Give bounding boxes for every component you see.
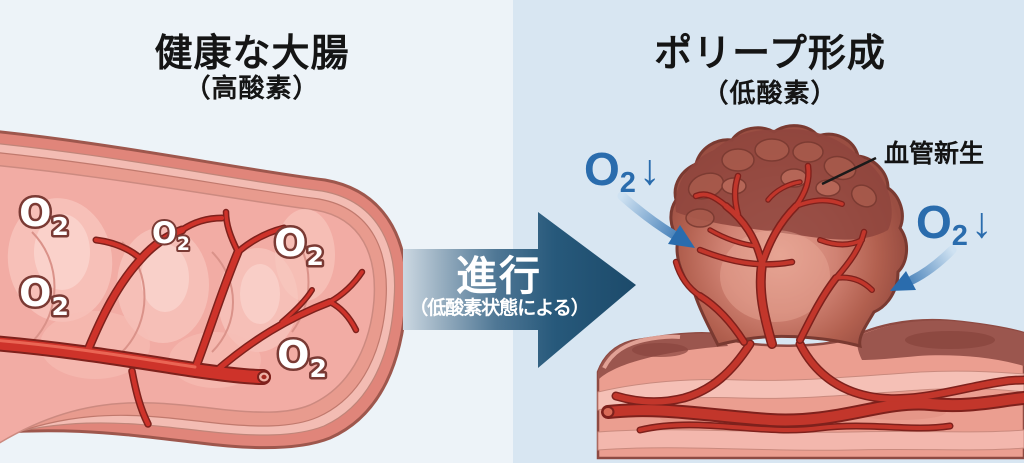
- right-panel-title: ポリープ形成: [654, 33, 886, 75]
- angiogenesis-annotation: 血管新生: [884, 140, 985, 168]
- down-arrow-icon: ↓: [970, 199, 993, 247]
- left-panel-title: 健康な大腸: [154, 33, 350, 75]
- oxygen-subscript: 2: [619, 167, 636, 199]
- oxygen-subscript: 2: [951, 220, 968, 252]
- polyp-surface-lumps: [685, 138, 878, 228]
- wall-vessels: [601, 339, 1024, 434]
- healthy-colon-illustration: O2 O2 O2 O2 O2: [0, 130, 409, 450]
- colon-oxygen-label: O2: [277, 333, 327, 383]
- progression-arrow: [403, 212, 636, 368]
- colon-oxygen-labels: O2 O2 O2 O2 O2: [17, 189, 330, 386]
- oxygen-drop-label-left: O2↓: [584, 146, 660, 198]
- oxygen-drop-label-right: O2↓: [916, 199, 992, 251]
- blood-vessel-tree: [0, 208, 366, 428]
- progression-arrow-label: 進行: [456, 253, 542, 299]
- colon-oxygen-label: O2: [19, 191, 69, 241]
- oxygen-curved-arrow-left: [617, 191, 695, 248]
- polyp-illustration: [596, 124, 1024, 460]
- artery-cut-end: [257, 370, 271, 384]
- colon-oxygen-label: O2: [274, 221, 324, 271]
- oxygen-symbol: O: [584, 143, 620, 195]
- left-panel-subtitle: （高酸素）: [184, 73, 320, 103]
- colon-oxygen-label: O2: [19, 271, 69, 321]
- colon-oxygen-label: O2: [152, 216, 190, 255]
- right-panel-subtitle: （低酸素）: [702, 78, 838, 108]
- oxygen-symbol: O: [916, 196, 952, 248]
- oxygen-curved-arrow-right: [890, 245, 957, 291]
- progression-arrow-sublabel: （低酸素状態による）: [409, 298, 589, 319]
- polyp-vessel-network: [672, 162, 875, 349]
- angiogenesis-leader-line: [821, 156, 877, 186]
- polyp-mass: [669, 124, 908, 349]
- down-arrow-icon: ↓: [638, 146, 661, 194]
